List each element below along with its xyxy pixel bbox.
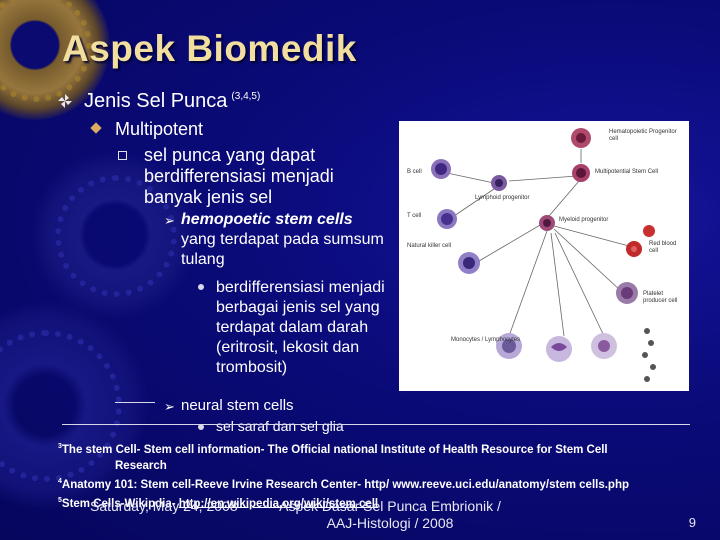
emphasis-text: hemopoetic stem cells — [181, 211, 353, 228]
diagram-label-mono: Monocytes / Lymphocytes — [451, 337, 521, 343]
reference-continuation: Research — [115, 459, 167, 472]
bullet-text: Multipotent — [115, 119, 204, 139]
arrow-bullet-icon: ➢ — [164, 399, 175, 414]
page-number: 9 — [688, 515, 696, 530]
diagram-label-platelet: Platelet producer cell — [643, 291, 678, 304]
progenitor-cells — [431, 128, 656, 382]
diagram-label-multi: Multipotential Stem Cell — [595, 169, 659, 175]
footer-date: Saturday, May 24, 2008 — [90, 498, 238, 514]
reference-item: 3The stem Cell- Stem cell information- T… — [58, 439, 698, 474]
diamond-bullet-icon — [90, 122, 102, 134]
bullet-text: yang terdapat pada sumsum tulang — [181, 231, 384, 268]
arrow-bullet-icon: ➢ — [164, 213, 175, 228]
diagram-label-bcell: B cell — [407, 169, 422, 175]
diagram-label-tcell: T cell — [407, 213, 422, 219]
reference-number: 4 — [58, 477, 62, 485]
dot-bullet-icon — [198, 284, 204, 290]
references: 3The stem Cell- Stem cell information- T… — [58, 439, 698, 511]
bullet-text: Jenis Sel Punca — [84, 90, 228, 112]
reference-text: The stem Cell- Stem cell information- Th… — [61, 443, 608, 456]
diagram-label-nk: Natural killer cell — [407, 243, 452, 249]
reference-number: 3 — [58, 443, 62, 450]
diagram-label-hemo: Hematopoietic Progenitor cell — [609, 129, 677, 142]
footnote-divider-short — [115, 402, 155, 403]
bullet-text: sel saraf dan sel glia — [216, 418, 344, 434]
reference-item: 4Anatomy 101: Stem cell-Reeve Irvine Res… — [58, 474, 698, 493]
diagram-label-rbc: Red blood cell — [649, 241, 677, 254]
reference-text: Stem Cells-Wikipdia- — [61, 497, 179, 510]
reference-link[interactable]: http://en.wikipedia.org/wiki/stem cell — [178, 497, 379, 510]
gear-decoration — [0, 330, 122, 482]
diagram-label-lymph: Lymphoid progenitor — [475, 195, 530, 201]
reference-text: Anatomy 101: Stem cell-Reeve Irvine Rese… — [61, 478, 630, 491]
footnote-divider — [62, 424, 690, 425]
diagram-label-myeloid: Myeloid progenitor — [559, 217, 609, 223]
square-bullet-icon — [118, 151, 127, 160]
bullet-text: neural stem cells — [181, 397, 294, 414]
gear-decoration — [0, 0, 92, 102]
reference-item: 5Stem Cells-Wikipdia- http://en.wikipedi… — [58, 493, 698, 512]
reference-number: 5 — [58, 496, 62, 504]
dot-bullet-icon — [198, 424, 204, 430]
citation-superscript: (3,4,5) — [231, 91, 261, 103]
cell-lineage-illustration — [431, 128, 656, 382]
slide-title: Aspek Biomedik — [62, 28, 357, 69]
bullet-text: sel punca yang dapat berdifferensiasi me… — [144, 145, 334, 207]
bullet-text: berdifferensiasi menjadi berbagai jenis … — [216, 279, 385, 376]
hematopoiesis-diagram: Hematopoietic Progenitor cell Multipoten… — [399, 121, 689, 391]
footer-course: Aspek Dasar Sel Punca Embrionik / AAJ-Hi… — [279, 498, 501, 531]
gear-decoration — [55, 175, 177, 297]
pinwheel-bullet-icon — [58, 94, 72, 108]
